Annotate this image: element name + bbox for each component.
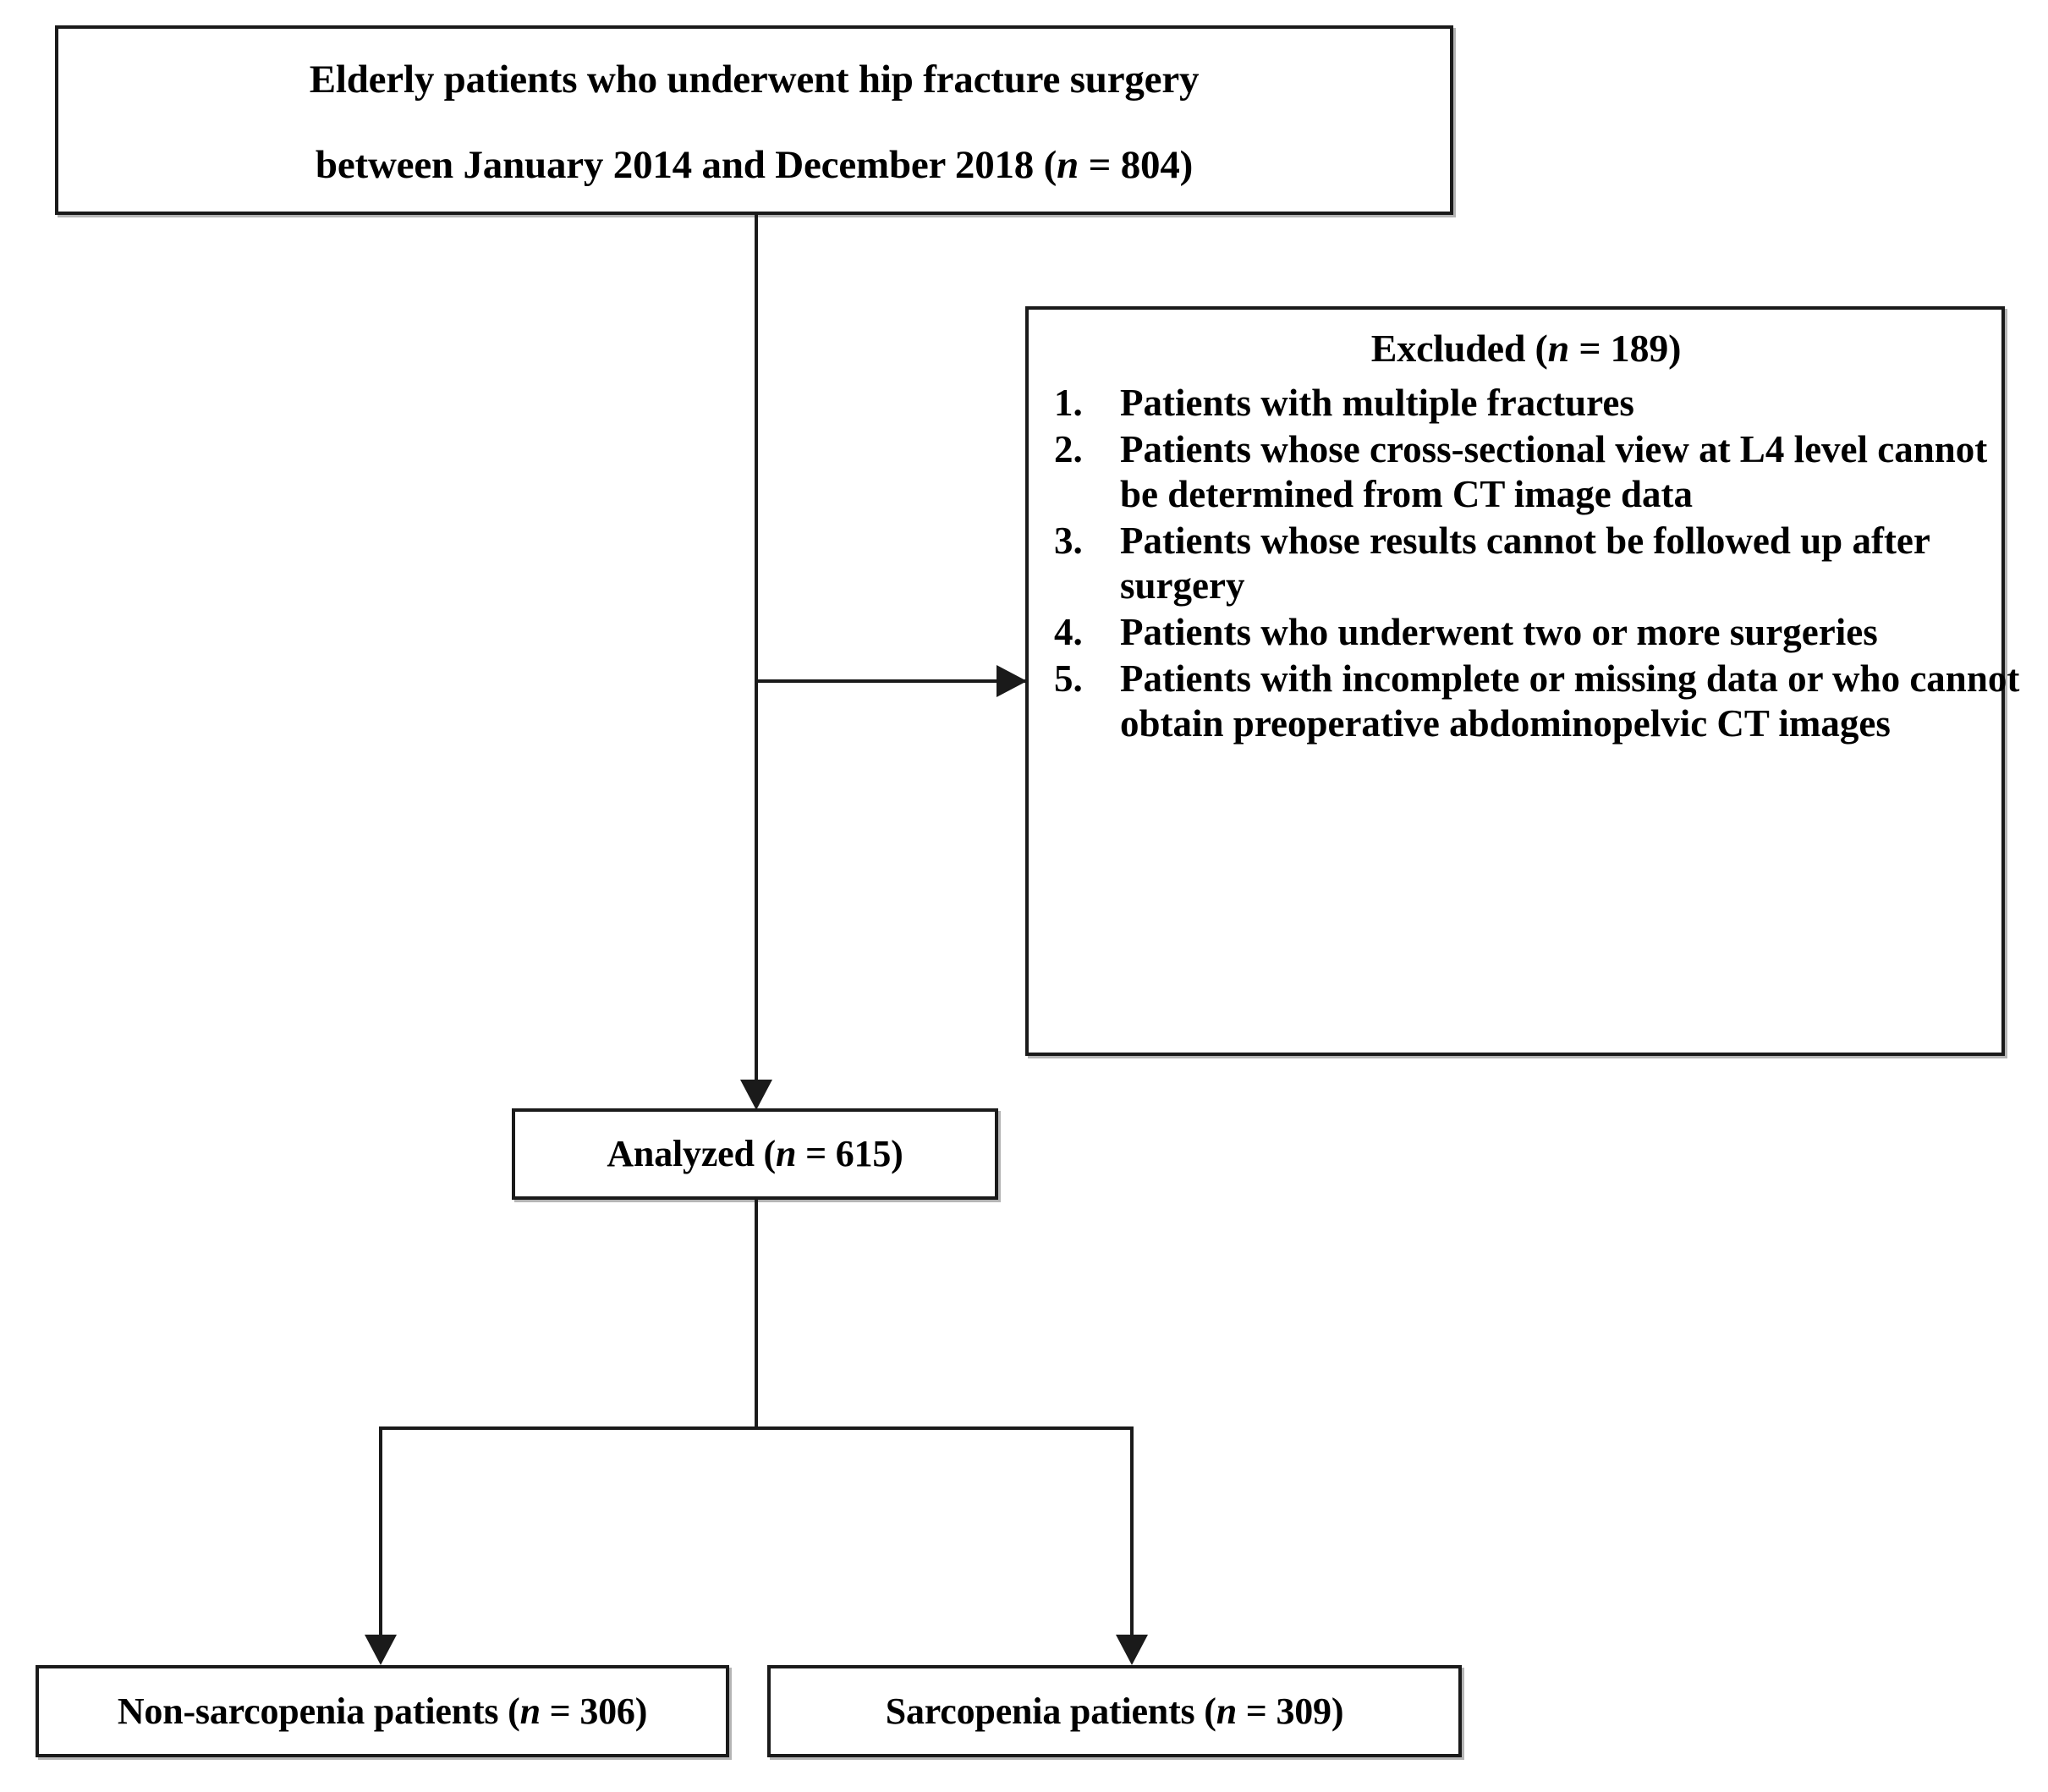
excluded-reason-number: 1. — [1054, 382, 1083, 425]
arrowhead-to-sarcopenia-icon — [1116, 1635, 1148, 1665]
excluded-reason-number: 3. — [1054, 519, 1083, 562]
non-sarcopenia-count: = 306) — [540, 1690, 648, 1732]
excluded-reason-list: 1. Patients with multiple fractures 2. P… — [1047, 381, 2020, 747]
enrollment-line-1: Elderly patients who underwent hip fract… — [309, 57, 1200, 102]
enrollment-box: Elderly patients who underwent hip fract… — [55, 25, 1453, 215]
excluded-reason-number: 2. — [1054, 427, 1083, 470]
excluded-box: Excluded (n = 189) 1. Patients with mult… — [1025, 306, 2019, 1056]
arrowhead-to-excluded-icon — [997, 665, 1027, 697]
list-item: 4. Patients who underwent two or more su… — [1054, 610, 2020, 656]
connector-excluded-horizontal — [755, 679, 1027, 683]
list-item: 5. Patients with incomplete or missing d… — [1054, 657, 2020, 747]
enrollment-n-symbol: n — [1057, 143, 1079, 187]
connector-enrollment-vertical — [755, 215, 758, 1088]
connector-fork-left — [379, 1426, 382, 1645]
list-item: 1. Patients with multiple fractures — [1054, 381, 2020, 426]
enrollment-line-2-prefix: between January 2014 and December 2018 ( — [315, 143, 1057, 187]
excluded-title-prefix: Excluded ( — [1370, 327, 1548, 370]
analyzed-count: = 615) — [796, 1133, 903, 1174]
enrollment-line-2: between January 2014 and December 2018 (… — [58, 143, 1450, 187]
analyzed-label: Analyzed (n = 615) — [515, 1135, 995, 1173]
excluded-n-symbol: n — [1547, 327, 1570, 370]
analyzed-box: Analyzed (n = 615) — [512, 1108, 998, 1200]
excluded-reason-text: Patients whose cross-sectional view at L… — [1120, 427, 1988, 516]
sarcopenia-box: Sarcopenia patients (n = 309) — [767, 1665, 1462, 1757]
excluded-reason-text: Patients with multiple fractures — [1120, 382, 1634, 425]
sarcopenia-n-symbol: n — [1216, 1690, 1237, 1732]
arrowhead-to-analyzed-icon — [740, 1080, 772, 1110]
connector-fork-bar — [379, 1426, 1134, 1430]
arrowhead-to-non-sarcopenia-icon — [365, 1635, 397, 1665]
excluded-count: = 189) — [1569, 327, 1682, 370]
non-sarcopenia-box: Non-sarcopenia patients (n = 306) — [36, 1665, 729, 1757]
analyzed-n-symbol: n — [776, 1133, 797, 1174]
excluded-reason-text: Patients whose results cannot be followe… — [1120, 519, 1930, 607]
excluded-reason-number: 4. — [1054, 611, 1083, 654]
non-sarcopenia-n-symbol: n — [519, 1690, 541, 1732]
non-sarcopenia-prefix: Non-sarcopenia patients ( — [117, 1690, 520, 1732]
excluded-title: Excluded (n = 189) — [1047, 327, 2020, 370]
analyzed-prefix: Analyzed ( — [607, 1133, 777, 1174]
enrollment-count: = 804) — [1079, 143, 1194, 187]
sarcopenia-prefix: Sarcopenia patients ( — [885, 1690, 1216, 1732]
excluded-reason-number: 5. — [1054, 657, 1083, 700]
sarcopenia-label: Sarcopenia patients (n = 309) — [771, 1690, 1458, 1732]
list-item: 2. Patients whose cross-sectional view a… — [1054, 427, 2020, 518]
sarcopenia-count: = 309) — [1236, 1690, 1344, 1732]
excluded-reason-text: Patients who underwent two or more surge… — [1120, 611, 1878, 654]
excluded-reason-text: Patients with incomplete or missing data… — [1120, 657, 2020, 745]
connector-fork-right — [1130, 1426, 1134, 1645]
non-sarcopenia-label: Non-sarcopenia patients (n = 306) — [39, 1690, 726, 1732]
connector-analyzed-vertical — [755, 1200, 758, 1430]
list-item: 3. Patients whose results cannot be foll… — [1054, 519, 2020, 609]
